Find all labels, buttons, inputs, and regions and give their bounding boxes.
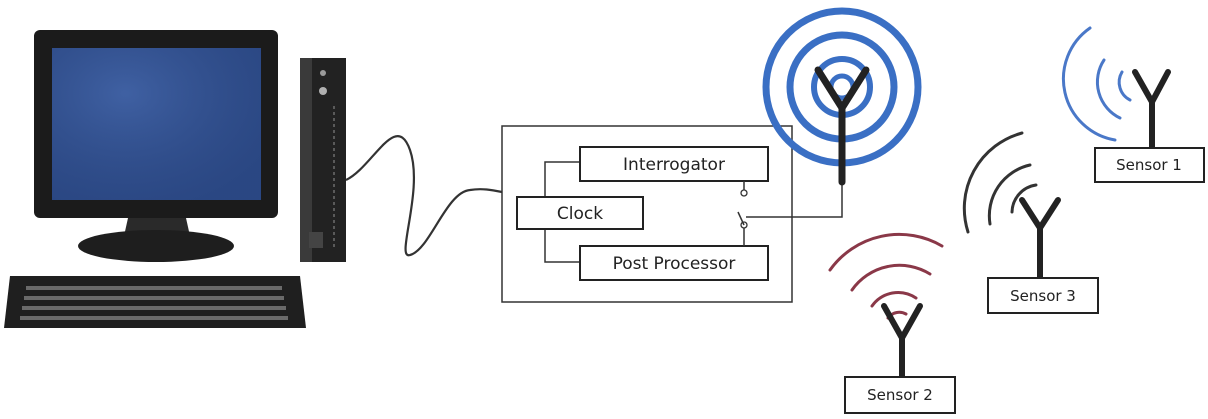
reader-antenna (762, 7, 922, 186)
monitor-base (78, 230, 234, 262)
keyboard (4, 276, 306, 328)
reader-antenna-icon (814, 66, 870, 186)
sensor-2: Sensor 2 (828, 232, 956, 414)
sensor-1-label: Sensor 1 (1116, 156, 1182, 174)
sensor-3-label: Sensor 3 (1010, 287, 1076, 305)
post-processor-block: Post Processor (579, 245, 769, 281)
clock-block: Clock (516, 196, 644, 230)
monitor (34, 30, 278, 262)
sensor-2-antenna-icon (881, 303, 923, 379)
sensor-1: Sensor 1 (1061, 26, 1205, 183)
sensor-1-antenna-icon (1132, 69, 1171, 151)
sensor-1-waves (1061, 26, 1132, 142)
sensor-3-waves (962, 131, 1038, 234)
interrogator-block: Interrogator (579, 146, 769, 182)
interrogator-label: Interrogator (623, 155, 725, 175)
sensor-3: Sensor 3 (962, 131, 1099, 314)
reader-enclosure: Interrogator Clock Post Processor (501, 125, 843, 303)
clock-label: Clock (557, 204, 603, 224)
computer-cable (345, 135, 503, 257)
computer-tower (300, 58, 346, 262)
sensor-3-antenna-icon (1019, 197, 1061, 281)
post-processor-label: Post Processor (613, 254, 736, 274)
sensor-2-label: Sensor 2 (867, 386, 933, 404)
computer (4, 30, 503, 328)
